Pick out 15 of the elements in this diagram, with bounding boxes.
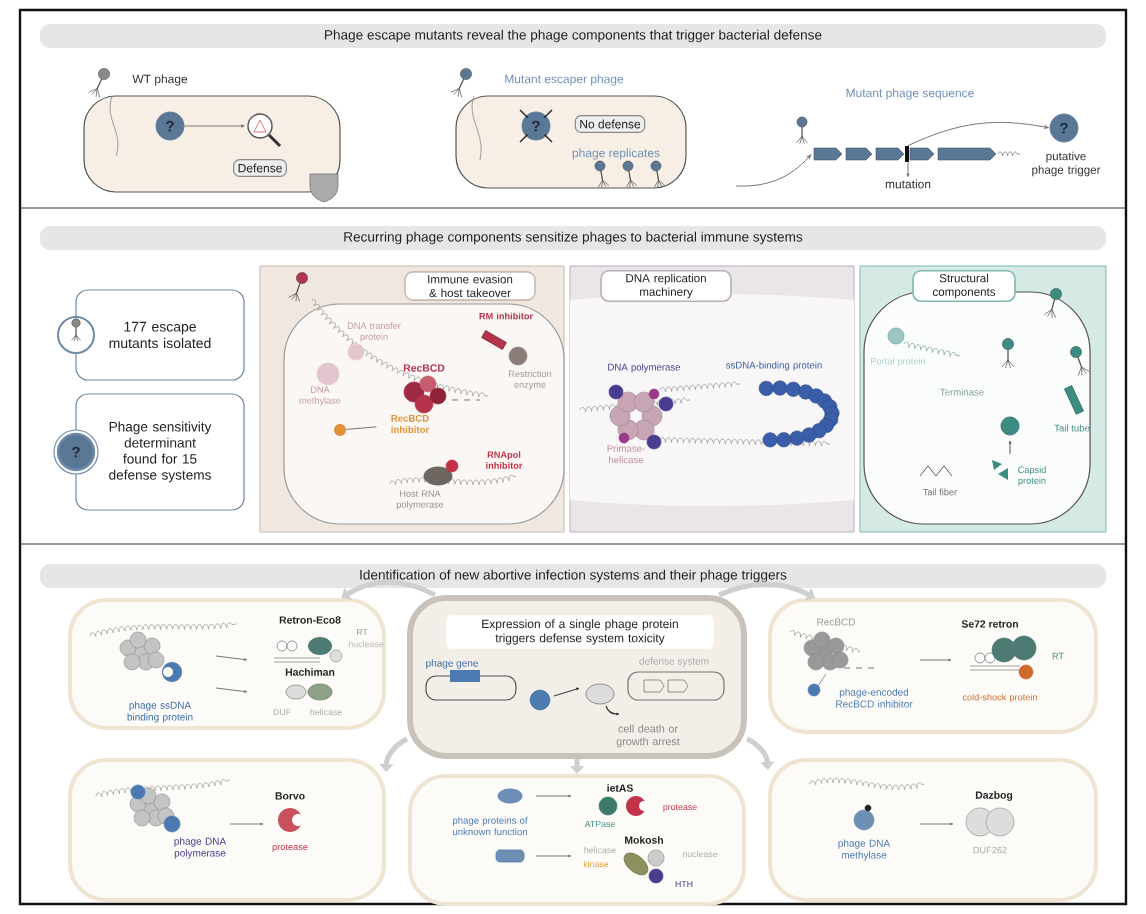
arrow [906, 161, 910, 178]
leader-line [345, 426, 377, 430]
gene-map-drawing [813, 146, 1021, 162]
arrow [183, 124, 245, 128]
arrow [735, 154, 812, 187]
cell [407, 595, 747, 759]
arrow [745, 736, 775, 770]
cell [68, 758, 386, 902]
arrow [907, 121, 1049, 147]
cell [768, 598, 1098, 734]
magnifier-icon [247, 113, 282, 148]
cell [68, 598, 386, 730]
arrow [341, 579, 437, 600]
cell [768, 758, 1098, 902]
cell [408, 774, 746, 906]
